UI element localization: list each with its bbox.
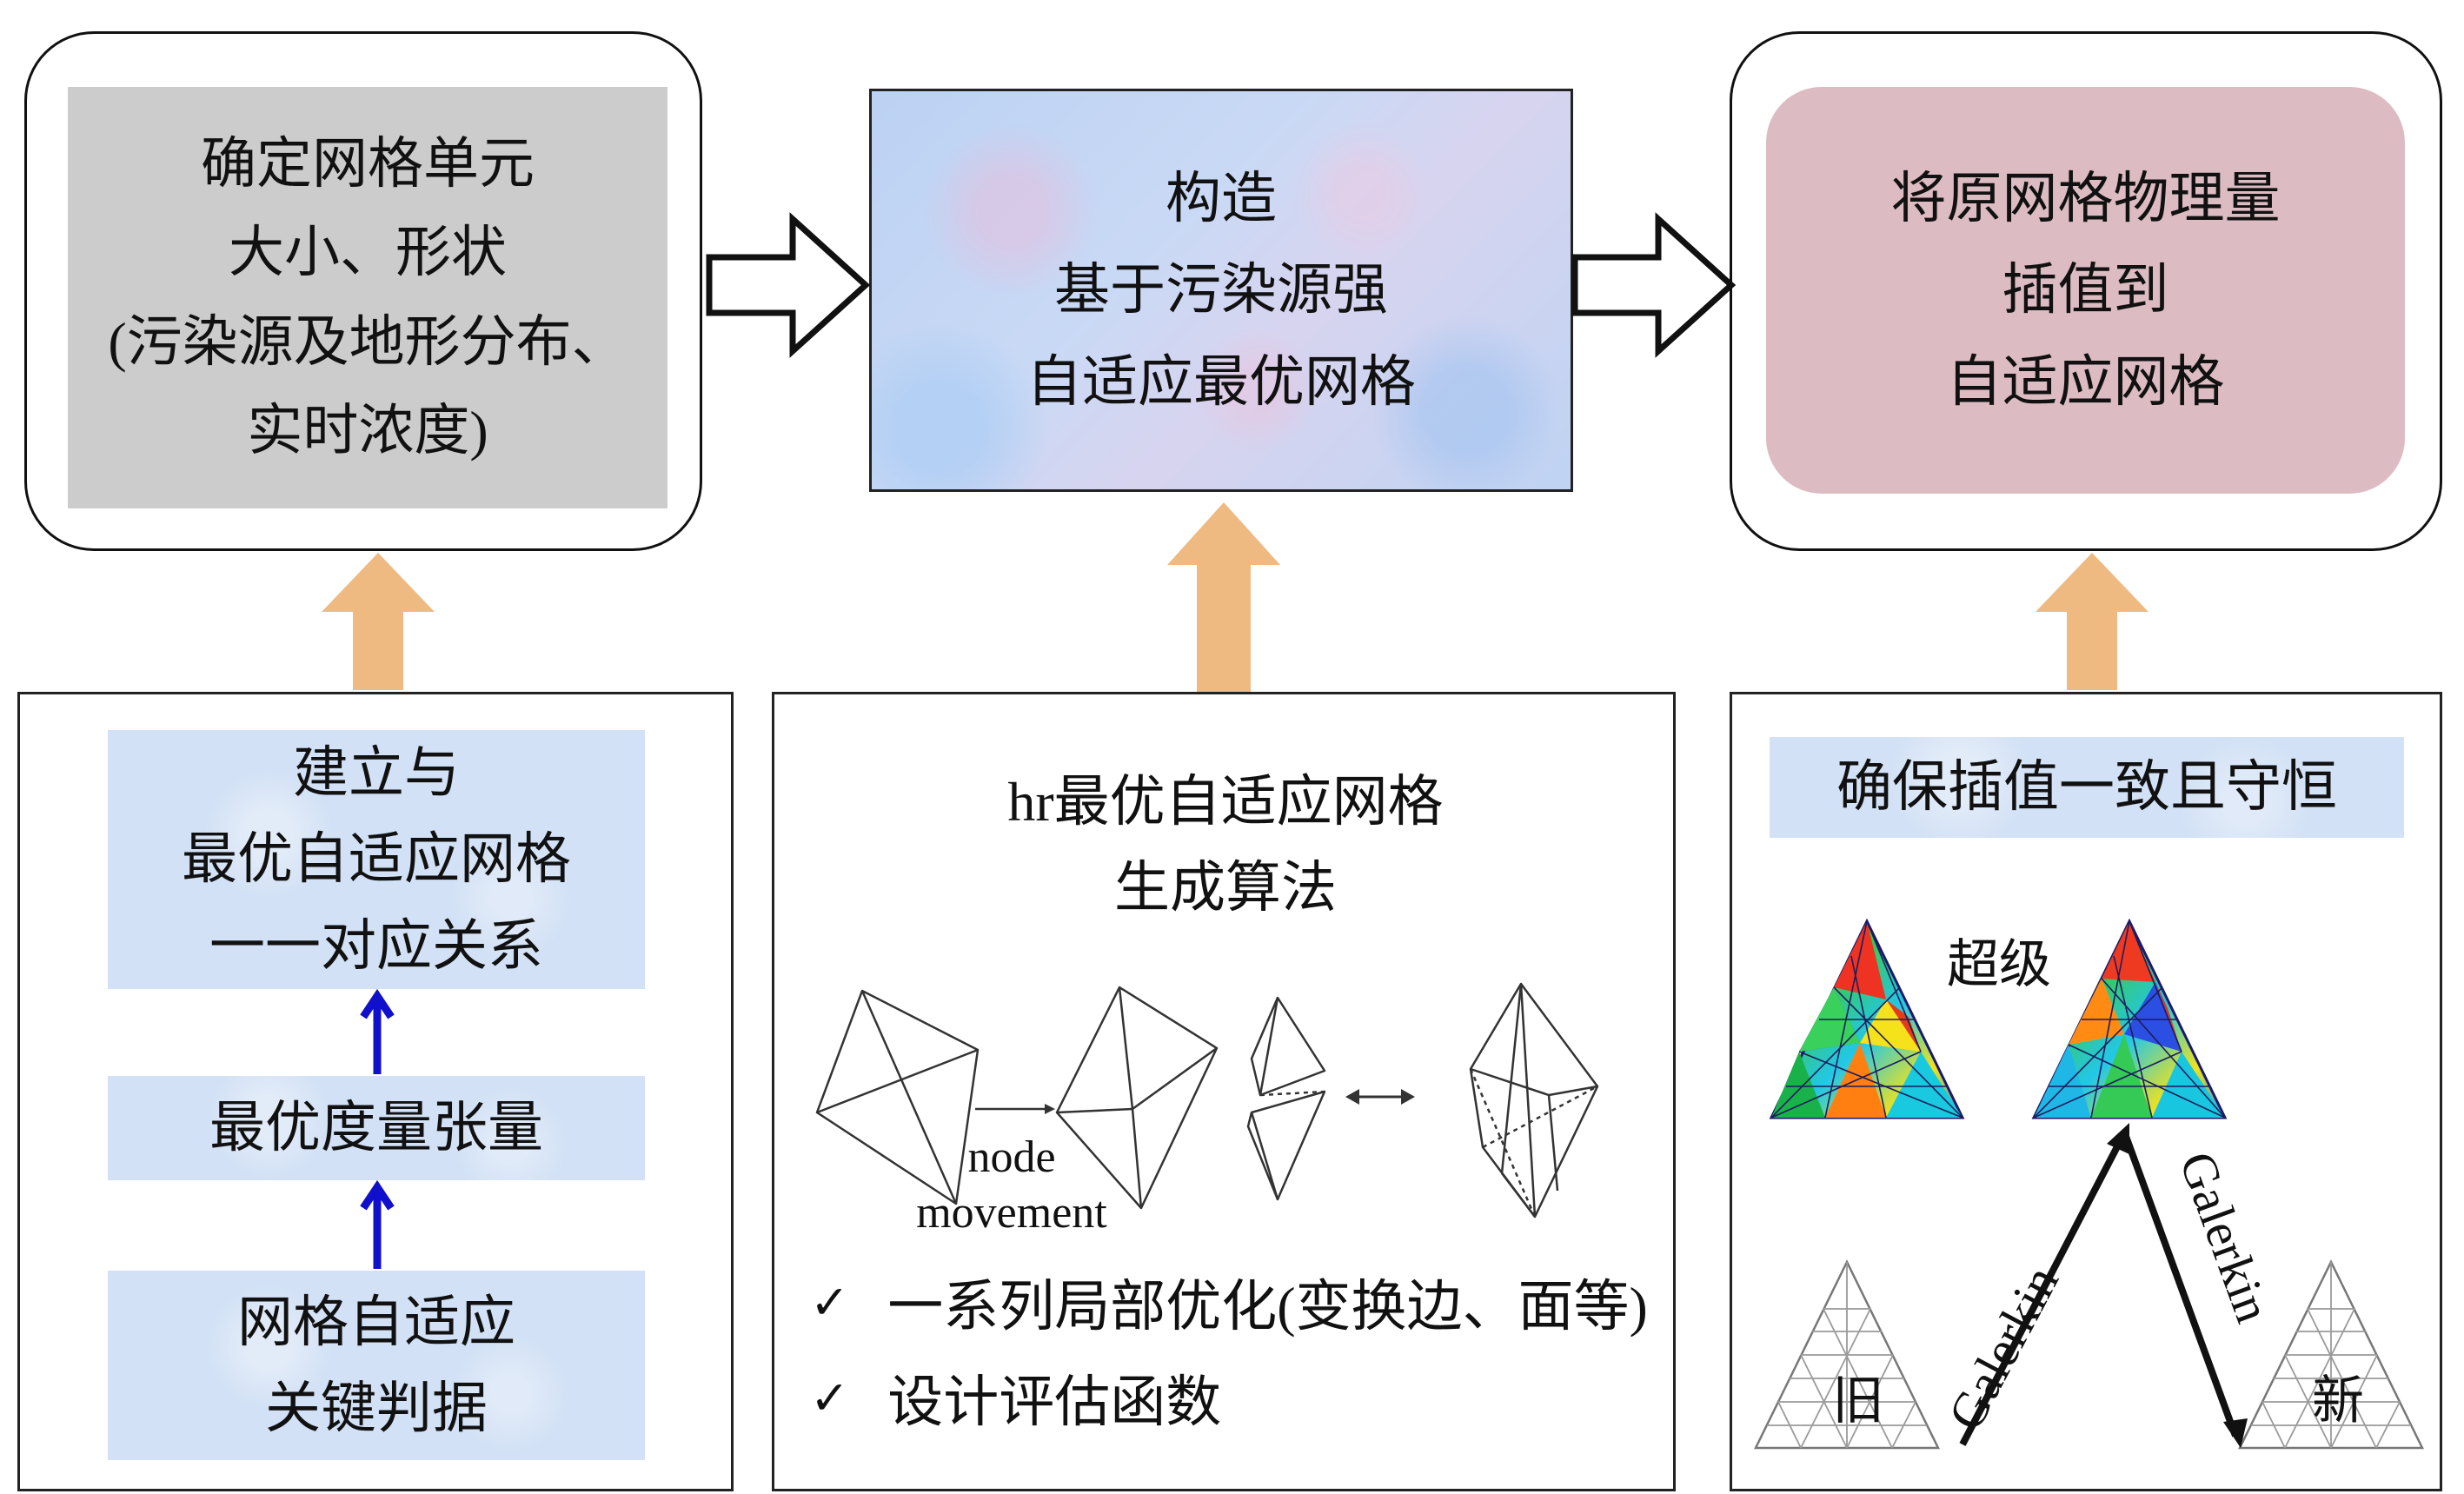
box2-line-3: 自适应最优网格	[1026, 350, 1416, 413]
orange-up-arrow-center	[1167, 502, 1280, 692]
optimal-metric-tensor-box: 最优度量张量	[108, 1076, 645, 1180]
galerkin-projection-diagram: 超级 旧 新	[1753, 918, 2425, 1450]
box-c-line-2: 关键判据	[265, 1378, 488, 1439]
hr-algorithm-title: hr最优自适应网格 生成算法	[869, 758, 1582, 932]
node-arrow-head-icon	[1045, 1104, 1055, 1114]
box1-line-4: 实时浓度)	[247, 399, 488, 461]
box3-line-2: 插值到	[2002, 259, 2169, 322]
conservative-interpolation-title: 确保插值一致且守恒	[1770, 737, 2404, 838]
box3-line-1: 将原网格物理量	[1890, 167, 2281, 229]
bottom-center-panel	[772, 692, 1676, 1491]
check-item-local-optimization: ✓ 一系列局部优化(变换边、面等)	[810, 1262, 1648, 1342]
blue-up-arrow-1	[360, 988, 395, 1074]
orange-up-arrow-left	[322, 553, 435, 690]
box1-line-2: 大小、形状	[229, 222, 507, 284]
galerkin-arrow-up-icon	[1959, 1123, 2129, 1446]
check-item-evaluation-function: ✓ 设计评估函数	[810, 1358, 1221, 1438]
box1-line-3: (污染源及地形分布、	[108, 310, 628, 373]
node-label: node	[967, 1132, 1055, 1182]
galerkin-arrow-down-icon	[2121, 1130, 2248, 1448]
box-c-line-1: 网格自适应	[237, 1291, 515, 1353]
box3-line-3: 自适应网格	[1946, 350, 2225, 413]
box-a-line-2: 最优自适应网格	[182, 828, 571, 891]
supermesh-label: 超级	[1947, 936, 2051, 993]
orange-up-arrow-right	[2036, 553, 2149, 690]
supermesh-triangle-right-icon	[2031, 918, 2228, 1119]
old-mesh-triangle-icon	[1753, 1259, 1941, 1450]
mapping-relation-box: 建立与 最优自适应网格 一一对应关系	[108, 730, 645, 989]
tetra-after-icon	[1055, 986, 1219, 1210]
checkmark-icon: ✓	[810, 1370, 850, 1425]
new-mesh-label: 新	[2312, 1372, 2364, 1430]
movement-label: movement	[916, 1188, 1107, 1238]
box2-line-2: 基于污染源强	[1054, 259, 1388, 322]
new-mesh-triangle-icon	[2237, 1259, 2425, 1450]
double-arrow-icon	[1345, 1089, 1415, 1105]
face-swap-after-icon	[1469, 982, 1599, 1218]
galerkin-left-label: Galerkin	[1936, 1257, 2069, 1439]
construct-optimal-mesh-box: 构造 基于污染源强 自适应最优网格	[869, 89, 1573, 492]
determine-mesh-element-panel: 确定网格单元 大小、形状 (污染源及地形分布、 实时浓度)	[68, 87, 667, 508]
supermesh-triangle-left-icon	[1769, 918, 1965, 1119]
box2-line-1: 构造	[1166, 167, 1277, 229]
blue-up-arrow-2	[360, 1179, 395, 1269]
interpolate-physics-panel: 将原网格物理量 插值到 自适应网格	[1766, 87, 2405, 494]
hr-title-line-1: hr最优自适应网格	[1007, 770, 1444, 833]
box-b-line-1: 最优度量张量	[209, 1096, 543, 1159]
flow-arrow-right-2	[1571, 212, 1737, 358]
mesh-operations-diagram: node movement	[815, 982, 1599, 1238]
flow-arrow-right-1	[706, 212, 871, 358]
face-swap-before-icon	[1246, 996, 1326, 1201]
old-mesh-label: 旧	[1832, 1372, 1884, 1430]
adaptivity-criterion-box: 网格自适应 关键判据	[108, 1271, 645, 1460]
tetra-before-icon	[815, 989, 980, 1205]
box1-line-1: 确定网格单元	[201, 132, 535, 195]
box-a-line-3: 一一对应关系	[209, 914, 543, 977]
conservative-title-text: 确保插值一致且守恒	[1836, 755, 2337, 818]
checkmark-icon: ✓	[810, 1274, 850, 1330]
hr-title-line-2: 生成算法	[1114, 857, 1337, 919]
check-item-1-text: 一系列局部优化(变换边、面等)	[887, 1276, 1648, 1338]
check-item-2-text: 设计评估函数	[887, 1371, 1222, 1433]
box-a-line-1: 建立与	[293, 742, 460, 805]
